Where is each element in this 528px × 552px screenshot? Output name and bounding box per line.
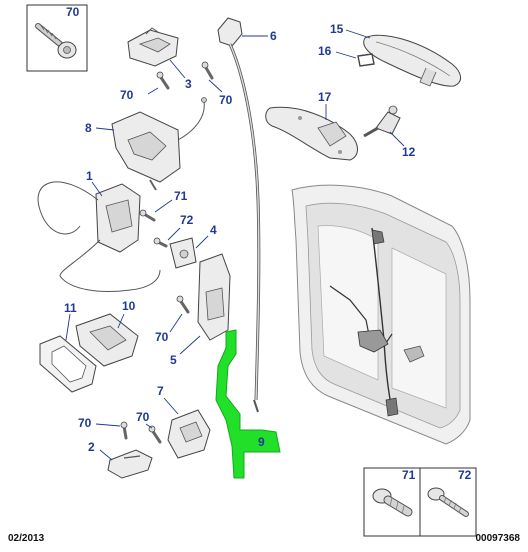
callout-70-d: 70 [136, 410, 150, 424]
callout-70-c: 70 [155, 330, 169, 344]
part-4-bracket[interactable] [169, 237, 197, 269]
part-17-handle-mechanism[interactable] [265, 106, 358, 161]
inset-label-72: 72 [458, 468, 472, 482]
part-3-lock-bracket[interactable] [127, 27, 179, 67]
callout-10: 10 [122, 299, 136, 313]
part-6-control-rod[interactable] [217, 17, 261, 413]
part-16-gasket[interactable] [357, 53, 375, 67]
callout-70-a: 70 [120, 88, 134, 102]
part-9-link-rod-highlighted[interactable] [215, 329, 281, 479]
screw-70-icon [35, 23, 77, 59]
part-15-outer-handle[interactable] [363, 34, 461, 87]
callout-5: 5 [170, 353, 177, 367]
screw-72-icon [153, 237, 168, 248]
inset-label-71: 71 [402, 468, 416, 482]
screw-71-icon [139, 209, 156, 222]
callout-70-inset: 70 [66, 5, 80, 19]
part-10-interior-handle[interactable] [75, 313, 139, 367]
callout-9: 9 [258, 435, 265, 449]
callout-17: 17 [318, 90, 332, 104]
part-12-lock-cylinder[interactable] [363, 105, 401, 138]
callout-12: 12 [402, 145, 416, 159]
callout-1: 1 [86, 169, 93, 183]
footer-reference: 00097368 [475, 533, 521, 544]
callout-15: 15 [330, 22, 344, 36]
callout-4: 4 [210, 223, 217, 237]
screw-70-d-icon [148, 425, 162, 444]
part-5-inner-lock[interactable] [197, 253, 231, 341]
part-2-striker[interactable] [107, 449, 153, 479]
callout-7: 7 [157, 384, 164, 398]
screw-71-detail-icon [372, 488, 413, 517]
callout-8: 8 [85, 121, 92, 135]
screw-70-c-icon [176, 295, 190, 314]
callout-11: 11 [64, 301, 77, 315]
callout-72: 72 [180, 213, 194, 227]
callout-70-b: 70 [219, 93, 233, 107]
screw-70-a-icon [156, 71, 170, 90]
inset-screw-70: 70 [26, 4, 88, 72]
callout-2: 2 [88, 440, 95, 454]
part-1-lock[interactable] [37, 181, 161, 292]
inset-screws-71-72: 71 72 [363, 467, 477, 537]
callout-16: 16 [318, 44, 332, 58]
callout-3: 3 [185, 77, 192, 91]
screw-72-detail-icon [427, 487, 469, 517]
part-8-upper-lock[interactable] [111, 97, 207, 191]
callout-71: 71 [174, 189, 188, 203]
callout-6: 6 [270, 29, 277, 43]
part-7-control-module[interactable] [167, 409, 211, 459]
screw-70-e-icon [120, 421, 128, 440]
callout-70-e: 70 [78, 416, 92, 430]
screw-70-b-icon [201, 61, 214, 80]
part-11-handle-bezel[interactable] [39, 335, 97, 393]
footer-date: 02/2013 [8, 533, 45, 544]
rear-door-overview [291, 184, 471, 445]
